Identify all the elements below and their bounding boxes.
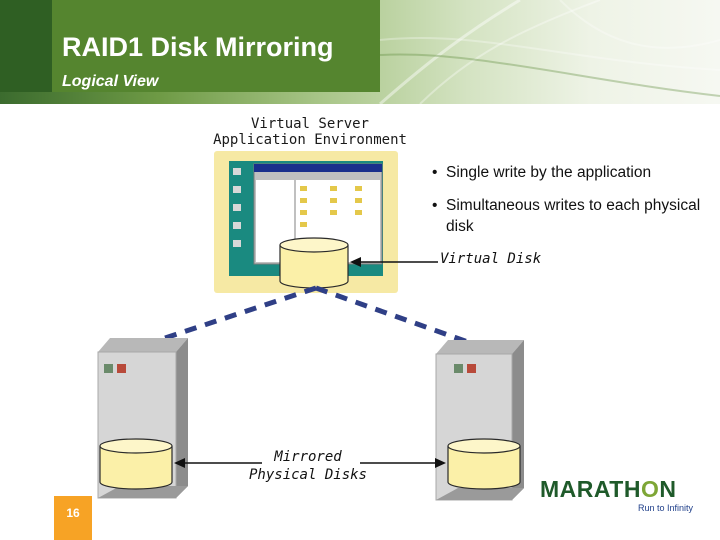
left-status-light-green bbox=[104, 364, 113, 373]
right-status-light-red bbox=[467, 364, 476, 373]
bullet-marker: • bbox=[432, 162, 437, 183]
virtual-disk-icon bbox=[280, 238, 348, 288]
environment-label-line1: Virtual Server bbox=[190, 116, 430, 132]
bullet-list: • Single write by the application • Simu… bbox=[432, 162, 712, 237]
right-physical-disk-icon bbox=[448, 439, 520, 489]
window-titlebar bbox=[254, 164, 382, 172]
virtual-disk-label: Virtual Disk bbox=[440, 251, 541, 267]
mirrored-disks-label: Mirrored Physical Disks bbox=[246, 448, 370, 484]
bullet-text: Simultaneous writes to each physical dis… bbox=[446, 197, 700, 235]
logo-wordmark: MARATHON bbox=[540, 476, 676, 503]
mirrored-label-line1: Mirrored bbox=[246, 448, 370, 466]
logo-tagline: Run to Infinity bbox=[638, 503, 693, 513]
logo-text-part: MARATH bbox=[540, 476, 641, 502]
bullet-marker: • bbox=[432, 195, 437, 216]
right-status-light-green bbox=[454, 364, 463, 373]
mirror-write-links bbox=[138, 288, 482, 440]
environment-label-line2: Application Environment bbox=[190, 132, 430, 148]
logo-text-part: N bbox=[659, 476, 676, 502]
bullet-item: • Single write by the application bbox=[432, 162, 712, 183]
mirrored-label-line2: Physical Disks bbox=[246, 466, 370, 484]
bullet-item: • Simultaneous writes to each physical d… bbox=[432, 195, 712, 237]
page-number: 16 bbox=[54, 496, 92, 540]
bullet-text: Single write by the application bbox=[446, 164, 651, 181]
left-status-light-red bbox=[117, 364, 126, 373]
marathon-logo: MARATHON Run to Infinity bbox=[540, 476, 710, 516]
environment-label: Virtual Server Application Environment bbox=[190, 116, 430, 148]
left-physical-disk-icon bbox=[100, 439, 172, 489]
logo-text-o: O bbox=[641, 476, 659, 502]
